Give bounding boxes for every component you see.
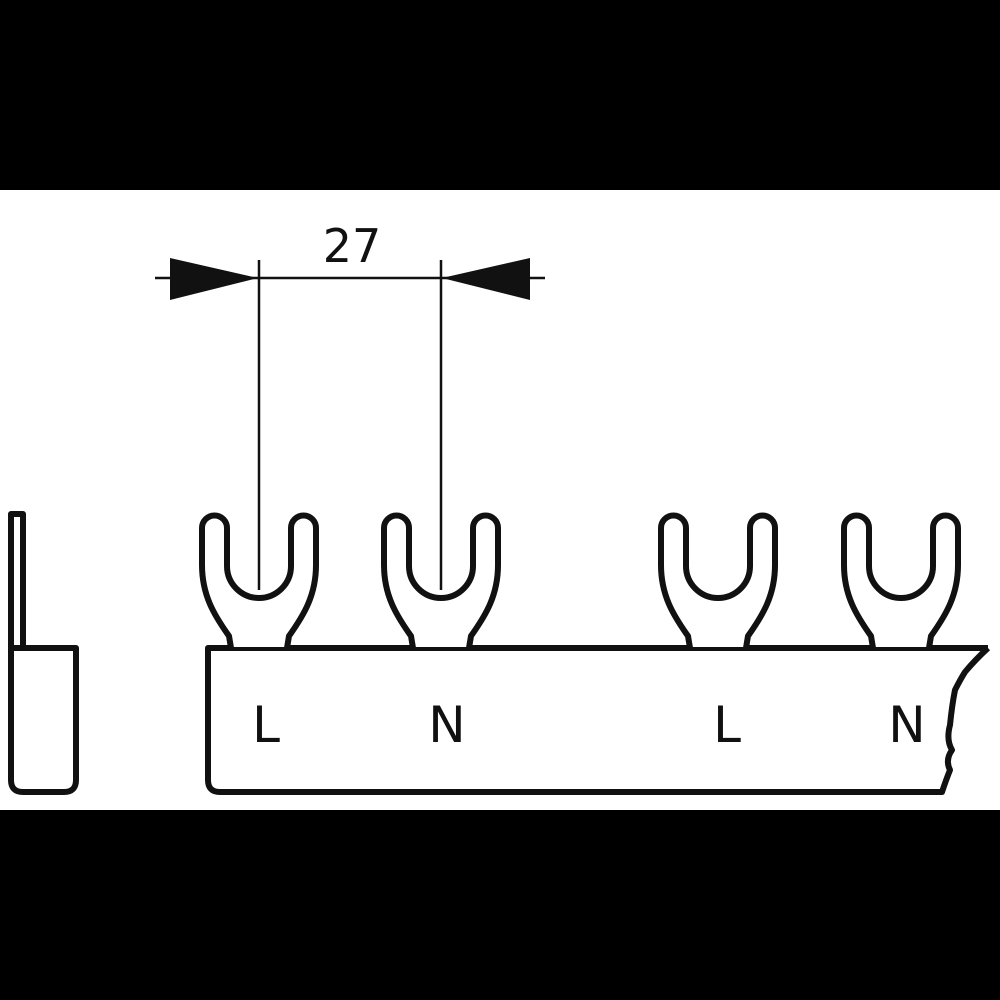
fork-terminal [841,512,961,649]
dimension-value: 27 [323,219,382,273]
terminal-labels: L N L N [252,696,926,754]
dimension-annotation: 27 [155,219,545,590]
fork-terminal [199,512,319,649]
terminal-label: L [252,696,280,754]
terminal-label: N [428,696,465,754]
technical-drawing-panel: 27 L N L N [0,190,1000,810]
fork-terminals [199,512,961,649]
busbar-body [205,645,991,795]
side-view [8,511,79,795]
side-view-body [8,645,79,795]
arrow-right-icon [170,258,258,300]
fork-terminal [658,512,778,649]
side-view-pin [8,511,26,651]
terminal-label: N [888,696,925,754]
terminal-label: L [713,696,741,754]
arrow-left-icon [442,258,530,300]
busbar-drawing: 27 L N L N [8,219,991,795]
fork-terminal [381,512,501,649]
